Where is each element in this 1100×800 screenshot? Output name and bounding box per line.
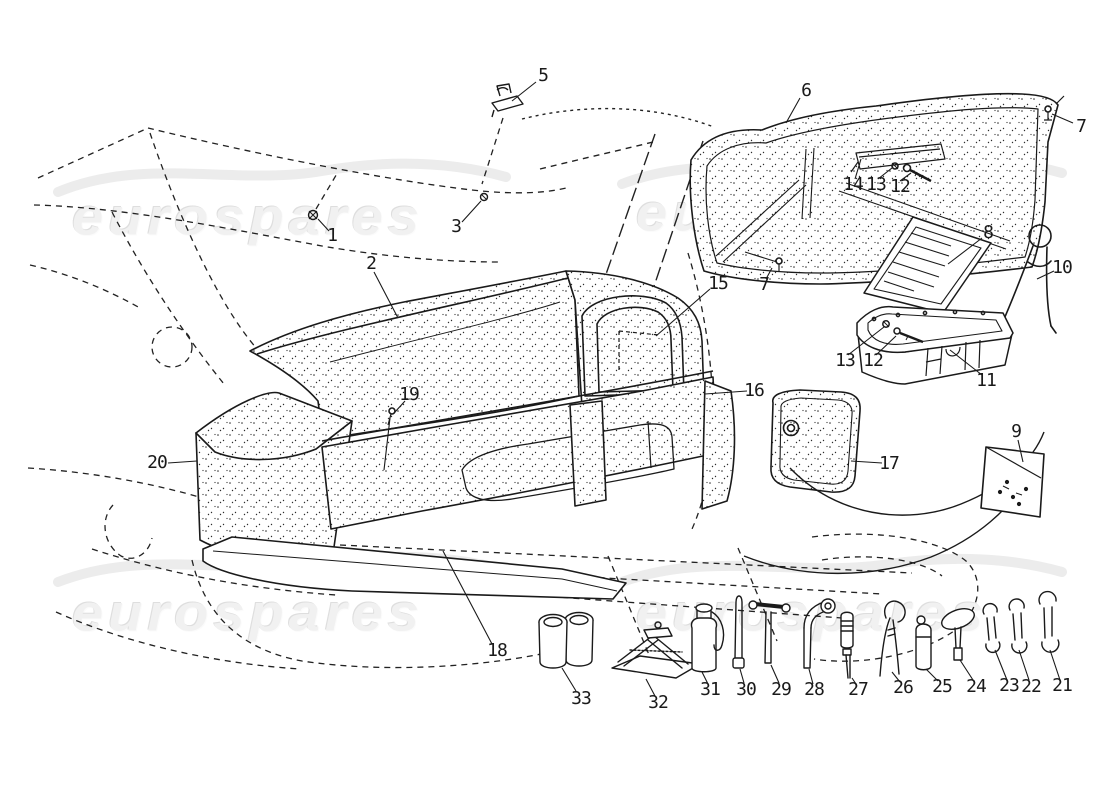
tool-chock-cylinders xyxy=(538,611,594,669)
latch-flap xyxy=(743,389,1045,575)
part-callout-14[interactable]: 14 xyxy=(843,174,864,195)
tool-canister xyxy=(690,603,725,673)
tool-socket xyxy=(915,615,932,671)
part-callout-30[interactable]: 30 xyxy=(736,679,757,700)
screw-12 xyxy=(902,163,932,183)
bracket-14 xyxy=(850,143,946,173)
clip-13 xyxy=(891,162,899,170)
part-callout-15[interactable]: 15 xyxy=(708,273,729,294)
latch-ring xyxy=(782,419,800,437)
part-callout-20[interactable]: 20 xyxy=(147,452,168,473)
tool-wrench-small xyxy=(982,602,1001,654)
part-callout-26[interactable]: 26 xyxy=(893,677,914,698)
grille-tray xyxy=(863,216,992,314)
base-strip xyxy=(202,536,627,600)
part-callout-9[interactable]: 9 xyxy=(1011,421,1022,442)
part-callout-13[interactable]: 13 xyxy=(866,174,887,195)
clip-13b xyxy=(882,320,890,328)
small-fasteners xyxy=(307,83,524,221)
part-callout-8[interactable]: 8 xyxy=(983,222,994,243)
bracket-5 xyxy=(491,83,524,118)
back-wall-carpet xyxy=(249,270,580,440)
spring-pliers-tool xyxy=(996,224,1057,335)
part-callout-29[interactable]: 29 xyxy=(771,679,792,700)
part-callout-33[interactable]: 33 xyxy=(571,688,592,709)
part-callout-31[interactable]: 31 xyxy=(700,679,721,700)
screw-3 xyxy=(479,192,489,202)
part-callout-12[interactable]: 12 xyxy=(890,176,911,197)
screw-bag xyxy=(980,446,1045,518)
clip-1 xyxy=(307,209,319,221)
part-callout-7[interactable]: 7 xyxy=(759,274,770,295)
tool-t-handle-wrench xyxy=(748,600,791,664)
part-callout-19[interactable]: 19 xyxy=(399,384,420,405)
part-callout-2[interactable]: 2 xyxy=(366,253,377,274)
part-callout-3[interactable]: 3 xyxy=(451,216,462,237)
tool-pliers xyxy=(879,600,906,677)
part-callout-24[interactable]: 24 xyxy=(966,676,987,697)
part-callout-12[interactable]: 12 xyxy=(863,350,884,371)
part-callout-18[interactable]: 18 xyxy=(487,640,508,661)
watermark-text: eurospares xyxy=(72,583,424,642)
tool-wheel-wrench xyxy=(803,598,836,669)
part-callout-25[interactable]: 25 xyxy=(932,676,953,697)
part-callout-22[interactable]: 22 xyxy=(1021,676,1042,697)
part-callout-28[interactable]: 28 xyxy=(804,679,825,700)
part-callout-23[interactable]: 23 xyxy=(999,675,1020,696)
tool-extension-rod xyxy=(732,595,745,669)
tool-kit xyxy=(538,590,1060,679)
watermark-text: eurospares xyxy=(72,187,424,246)
part-callout-32[interactable]: 32 xyxy=(648,692,669,713)
part-callout-6[interactable]: 6 xyxy=(801,80,812,101)
part-callout-11[interactable]: 11 xyxy=(976,370,997,391)
tool-t-screwdriver xyxy=(941,608,975,661)
part-callout-13[interactable]: 13 xyxy=(835,350,856,371)
part-callout-1[interactable]: 1 xyxy=(327,225,338,246)
part-callout-10[interactable]: 10 xyxy=(1052,257,1073,278)
part-callout-7[interactable]: 7 xyxy=(1076,116,1087,137)
side-carpet-box-top xyxy=(195,391,353,461)
boot-carpet-assembly xyxy=(195,270,736,600)
screw-12b xyxy=(893,327,924,344)
part-callout-16[interactable]: 16 xyxy=(744,380,765,401)
tool-wrench-medium xyxy=(1008,598,1028,654)
part-callout-5[interactable]: 5 xyxy=(538,65,549,86)
tool-tray xyxy=(856,305,1014,385)
trim-pin-7 xyxy=(775,95,1065,271)
part-callout-17[interactable]: 17 xyxy=(879,453,900,474)
tool-screwdriver xyxy=(840,611,854,679)
leader-lines xyxy=(167,81,1074,697)
part-callout-27[interactable]: 27 xyxy=(848,679,869,700)
tool-wrench-large xyxy=(1038,590,1060,653)
part-callout-21[interactable]: 21 xyxy=(1052,675,1073,696)
tool-scissor-jack xyxy=(611,621,701,679)
